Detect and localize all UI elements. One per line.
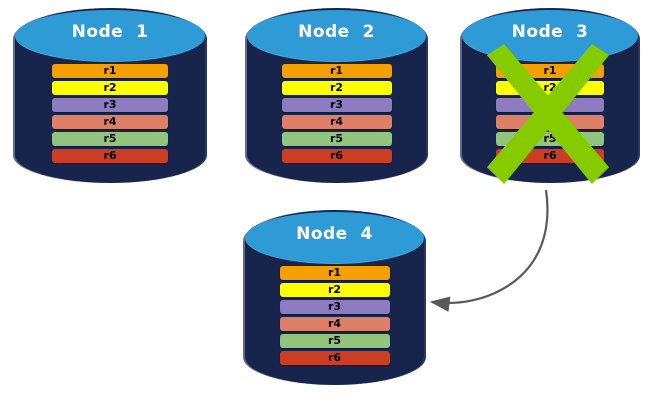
- data-row[interactable]: r2: [496, 81, 604, 95]
- data-row[interactable]: r4: [281, 115, 392, 129]
- data-row[interactable]: r1: [52, 64, 168, 78]
- cylinder-top-ellipse: [245, 212, 424, 264]
- data-row[interactable]: r4: [279, 317, 390, 331]
- data-row[interactable]: r2: [281, 81, 392, 95]
- cylinder-top-ellipse: [15, 10, 205, 62]
- data-row[interactable]: r3: [496, 98, 604, 112]
- row-list: r1 r2 r3 r4 r5 r6: [245, 64, 428, 163]
- data-row[interactable]: r2: [279, 283, 390, 297]
- data-row[interactable]: r6: [52, 149, 168, 163]
- data-row[interactable]: r6: [281, 149, 392, 163]
- data-row[interactable]: r3: [279, 300, 390, 314]
- data-row[interactable]: r5: [281, 132, 392, 146]
- data-row[interactable]: r1: [496, 64, 604, 78]
- data-row[interactable]: r5: [496, 132, 604, 146]
- row-list: r1 r2 r3 r4 r5 r6: [243, 266, 426, 365]
- row-list: r1 r2 r3 r4 r5 r6: [460, 64, 640, 163]
- data-row[interactable]: r6: [279, 351, 390, 365]
- data-row[interactable]: r5: [52, 132, 168, 146]
- data-row[interactable]: r5: [279, 334, 390, 348]
- data-row[interactable]: r2: [52, 81, 168, 95]
- data-row[interactable]: r4: [52, 115, 168, 129]
- cylinder-top-ellipse: [462, 10, 638, 62]
- row-list: r1 r2 r3 r4 r5 r6: [13, 64, 207, 163]
- data-row[interactable]: r4: [496, 115, 604, 129]
- replication-arrow-path: [429, 189, 549, 312]
- data-row[interactable]: r1: [281, 64, 392, 78]
- data-row[interactable]: r3: [52, 98, 168, 112]
- data-row[interactable]: r1: [279, 266, 390, 280]
- data-row[interactable]: r6: [496, 149, 604, 163]
- cylinder-top-ellipse: [247, 10, 426, 62]
- data-row[interactable]: r3: [281, 98, 392, 112]
